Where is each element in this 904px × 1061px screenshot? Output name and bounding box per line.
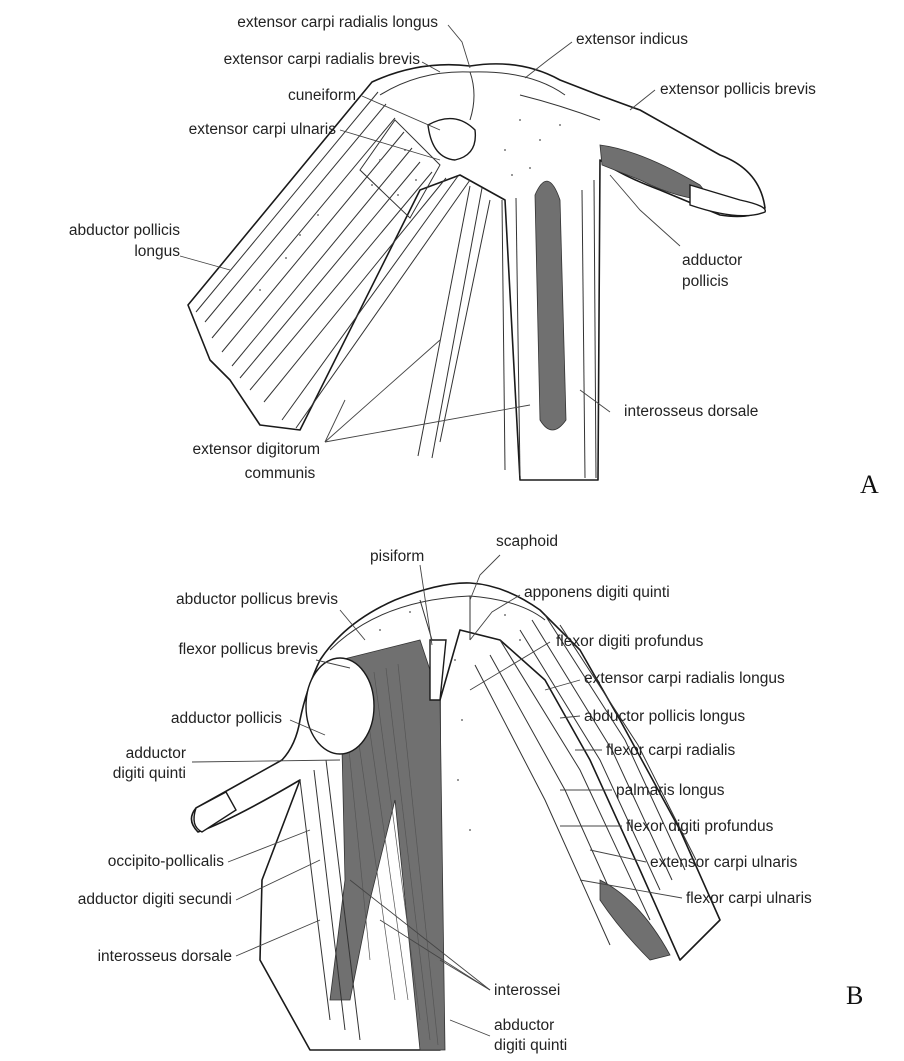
panel-b: pisiform scaphoid abductor pollicus brev… bbox=[78, 533, 864, 1054]
label-abductor-digiti-quinti-line1: abductor bbox=[494, 1017, 554, 1034]
label-flexor-digiti-profundus-1: flexor digiti profundus bbox=[556, 633, 704, 650]
label-extensor-carpi-radialis-longus-a: extensor carpi radialis longus bbox=[237, 14, 438, 31]
label-extensor-carpi-ulnaris-a: extensor carpi ulnaris bbox=[189, 121, 337, 138]
label-scaphoid: scaphoid bbox=[496, 533, 558, 550]
label-interosseus-dorsale-b: interosseus dorsale bbox=[98, 948, 232, 965]
panel-letter-b: B bbox=[846, 981, 863, 1010]
label-extensor-digitorum-communis-line1: extensor digitorum bbox=[192, 441, 320, 458]
label-palmaris-longus: palmaris longus bbox=[616, 782, 725, 799]
label-abductor-pollicus-brevis: abductor pollicus brevis bbox=[176, 591, 338, 608]
label-flexor-digiti-profundus-2: flexor digiti profundus bbox=[626, 818, 774, 835]
label-flexor-carpi-ulnaris: flexor carpi ulnaris bbox=[686, 890, 812, 907]
panel-a: extensor carpi radialis longus extensor … bbox=[69, 14, 879, 499]
label-extensor-pollicis-brevis: extensor pollicis brevis bbox=[660, 81, 816, 98]
label-abductor-pollicis-longus-b: abductor pollicis longus bbox=[584, 708, 745, 725]
label-extensor-indicus: extensor indicus bbox=[576, 31, 688, 48]
label-extensor-carpi-radialis-brevis-a: extensor carpi radialis brevis bbox=[224, 51, 421, 68]
label-cuneiform: cuneiform bbox=[288, 87, 356, 104]
label-abductor-pollicis-longus-a-line1: abductor pollicis bbox=[69, 222, 180, 239]
label-adductor-digiti-secundi: adductor digiti secundi bbox=[78, 891, 232, 908]
label-abductor-digiti-quinti-line2: digiti quinti bbox=[494, 1037, 567, 1054]
label-extensor-carpi-ulnaris-b: extensor carpi ulnaris bbox=[650, 854, 798, 871]
label-pisiform: pisiform bbox=[370, 548, 424, 565]
label-adductor-digiti-quinti-line2: digiti quinti bbox=[113, 765, 186, 782]
label-flexor-pollicus-brevis: flexor pollicus brevis bbox=[178, 641, 318, 658]
label-adductor-pollicis-b: adductor pollicis bbox=[171, 710, 282, 727]
label-occipito-pollicalis: occipito-pollicalis bbox=[108, 853, 225, 870]
label-apponens-digiti-quinti: apponens digiti quinti bbox=[524, 584, 670, 601]
label-interossei: interossei bbox=[494, 982, 560, 999]
panel-b-labels: pisiform scaphoid abductor pollicus brev… bbox=[78, 533, 864, 1054]
label-interosseus-dorsale-a: interosseus dorsale bbox=[624, 403, 758, 420]
label-extensor-digitorum-communis-line2: communis bbox=[245, 465, 316, 482]
label-adductor-pollicis-a-line1: adductor bbox=[682, 252, 742, 269]
panel-a-leader-lines bbox=[180, 25, 680, 442]
label-adductor-pollicis-a-line2: pollicis bbox=[682, 273, 729, 290]
label-abductor-pollicis-longus-a-line2: longus bbox=[134, 243, 180, 260]
label-flexor-carpi-radialis: flexor carpi radialis bbox=[606, 742, 735, 759]
panel-letter-a: A bbox=[860, 470, 879, 499]
label-adductor-digiti-quinti-line1: adductor bbox=[126, 745, 186, 762]
label-extensor-carpi-radialis-longus-b: extensor carpi radialis longus bbox=[584, 670, 785, 687]
